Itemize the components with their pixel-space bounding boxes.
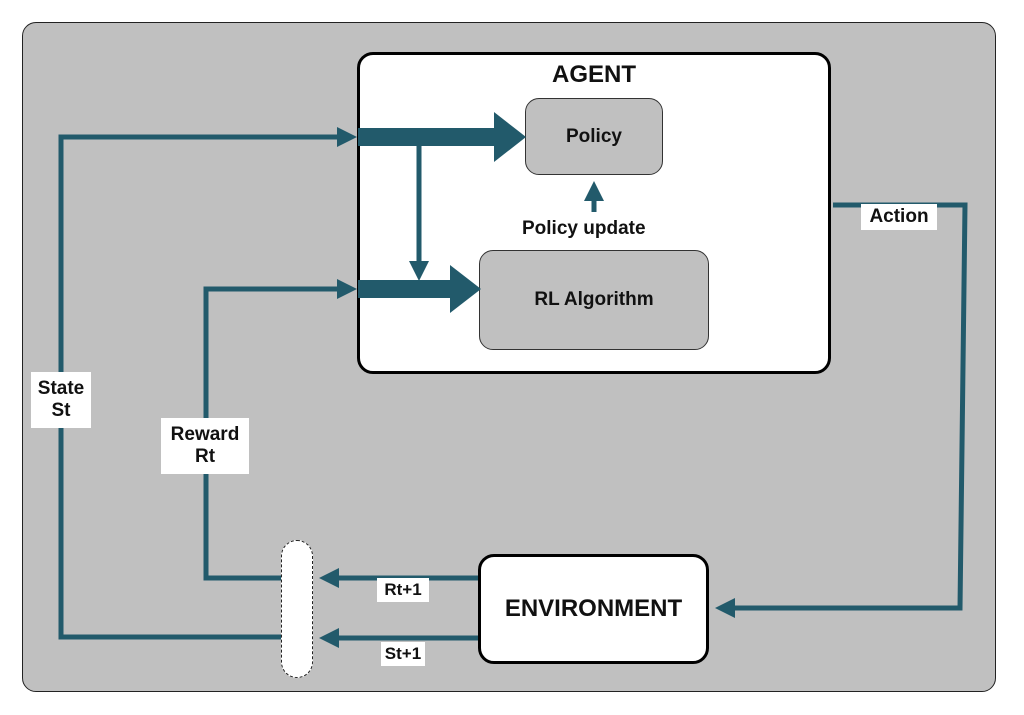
environment-box: ENVIRONMENT bbox=[478, 554, 709, 664]
state-label: State St bbox=[31, 372, 91, 428]
agent-title: AGENT bbox=[552, 61, 636, 88]
environment-label: ENVIRONMENT bbox=[504, 595, 683, 622]
next-state-label: St+1 bbox=[381, 642, 425, 666]
state-label-line1: State bbox=[37, 378, 85, 399]
state-label-line2: St bbox=[51, 399, 71, 421]
rl-algorithm-box: RL Algorithm bbox=[479, 250, 709, 350]
reward-label-line2: Rt bbox=[194, 445, 216, 467]
reward-label-line1: Reward bbox=[170, 424, 240, 445]
policy-box: Policy bbox=[525, 98, 663, 175]
action-arrow bbox=[715, 202, 968, 618]
reward-bus-head bbox=[450, 265, 481, 313]
reward-bus bbox=[358, 280, 453, 298]
action-label: Action bbox=[861, 204, 937, 230]
policy-label: Policy bbox=[566, 125, 622, 147]
reward-label: Reward Rt bbox=[161, 418, 249, 474]
state-bus bbox=[358, 128, 498, 146]
merge-node bbox=[281, 540, 313, 678]
policy-update-label: Policy update bbox=[522, 218, 646, 239]
next-reward-label: Rt+1 bbox=[377, 578, 429, 602]
rl-algorithm-label: RL Algorithm bbox=[534, 289, 654, 310]
state-bus-head bbox=[494, 112, 526, 162]
